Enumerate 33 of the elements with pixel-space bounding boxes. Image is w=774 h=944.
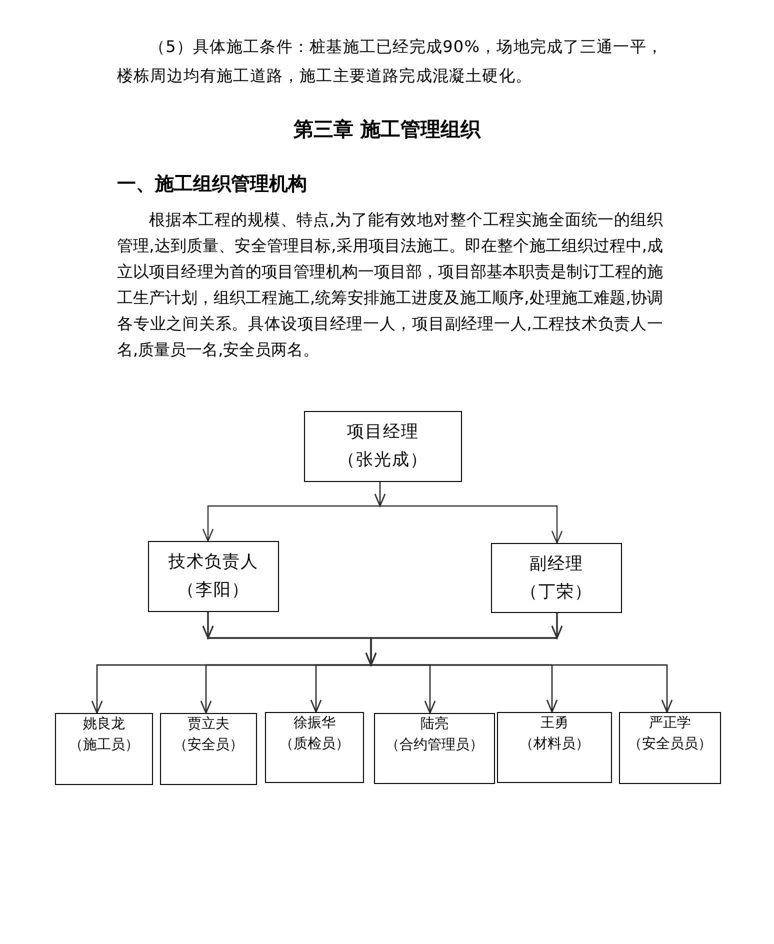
role-title: 陆亮 bbox=[420, 715, 448, 734]
org-box bbox=[304, 411, 462, 482]
person-name: （丁荣） bbox=[520, 581, 592, 604]
org-box bbox=[160, 713, 257, 785]
chapter-title: 第三章 施工管理组织 bbox=[292, 116, 482, 143]
person-name: （李阳） bbox=[178, 579, 250, 602]
person-name: （安全员员） bbox=[628, 735, 712, 754]
org-box bbox=[55, 713, 153, 785]
section-heading: 一、施工组织管理机构 bbox=[117, 172, 307, 197]
org-box bbox=[491, 543, 622, 613]
person-name: （张光成） bbox=[338, 449, 428, 472]
org-box bbox=[148, 541, 279, 612]
org-box bbox=[265, 712, 364, 783]
person-name: （合约管理员） bbox=[386, 736, 484, 755]
arrow bbox=[365, 613, 673, 713]
org-box bbox=[619, 712, 721, 784]
role-title: 贾立夫 bbox=[188, 715, 230, 734]
person-name: （施工员） bbox=[69, 736, 139, 755]
role-title: 严正学 bbox=[649, 714, 691, 733]
arrow bbox=[374, 482, 563, 544]
role-title: 王勇 bbox=[540, 714, 568, 733]
person-name: （材料员） bbox=[520, 735, 590, 754]
org-box bbox=[497, 712, 612, 783]
paragraph: 根据本工程的规模、特点,为了能有效地对整个工程实施全面统一的组织管理,达到质量、安全管理目标,采用项目法施工。即在整个施工组织过程中,成立以项目经理为首的项目管理机构一项目部，项目部基本职责是制订工程的施工生产计划，组织工程施工,统筹安排施工进度及施工顺序,处理施工难题,协调各专业之间关系。具体设项目经理一人，项目副经理一人,工程技术负责人一名,质量员一名,安全员两名。 bbox=[117, 209, 663, 361]
person-name: （质检员） bbox=[280, 735, 350, 754]
org-box bbox=[374, 713, 495, 784]
role-title: 技术负责人 bbox=[168, 551, 258, 574]
paragraph: （5）具体施工条件：桩基施工已经完成90%，场地完成了三通一平，楼栋周边均有施工道路，施工主要道路完成混凝土硬化。 bbox=[117, 36, 663, 87]
role-title: 项目经理 bbox=[347, 421, 419, 444]
person-name: （安全员） bbox=[174, 736, 244, 755]
role-title: 姚良龙 bbox=[83, 715, 125, 734]
role-title: 副经理 bbox=[530, 553, 584, 576]
role-title: 徐振华 bbox=[294, 714, 336, 733]
